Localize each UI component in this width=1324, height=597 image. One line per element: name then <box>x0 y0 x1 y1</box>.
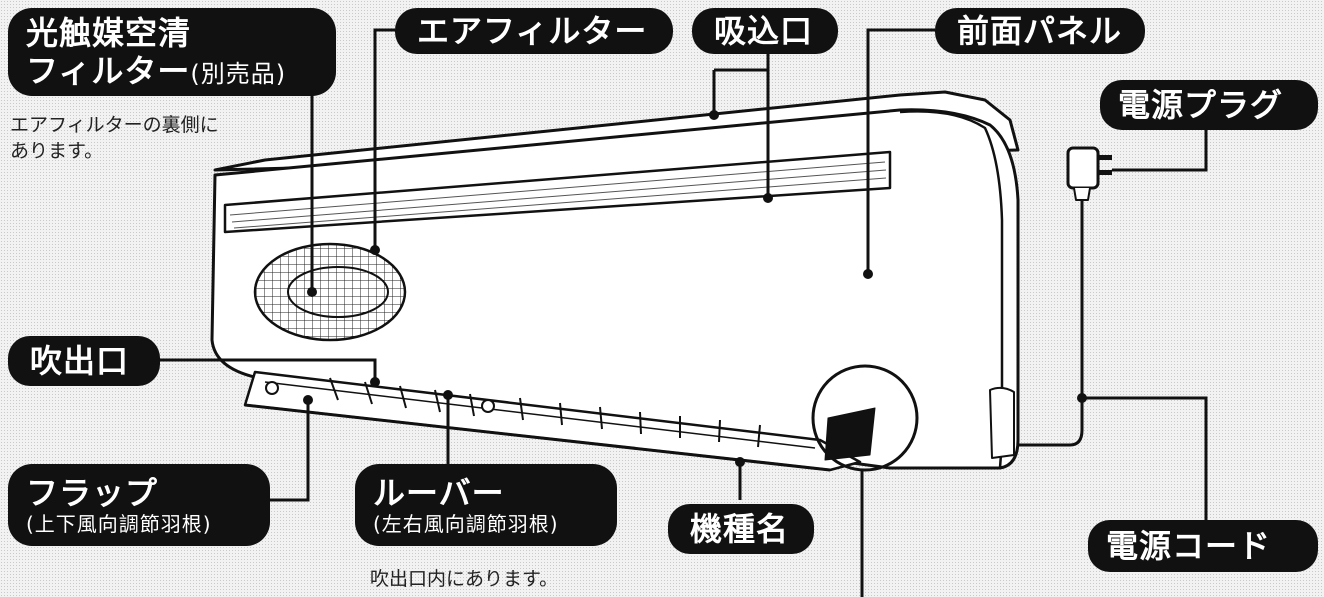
photocatalyst-note: エアフィルターの裏側に あります。 <box>10 112 219 164</box>
label-model-name: 機種名 <box>668 504 814 554</box>
louver-vanes <box>329 377 761 448</box>
power-cord-text: 電源コード <box>1106 527 1272 565</box>
label-air-filter: エアフィルター <box>395 8 673 54</box>
outlet-text: 吹出口 <box>30 342 130 380</box>
plug-body <box>1066 146 1100 190</box>
label-photocatalyst-filter: 光触媒空清 フィルター(別売品) <box>8 8 336 96</box>
photocatalyst-note-line1: エアフィルターの裏側に <box>10 114 219 136</box>
photocatalyst-note-line2: あります。 <box>10 140 104 162</box>
photocatalyst-sub: (別売品) <box>190 60 287 88</box>
louver-sub: (左右風向調節羽根) <box>373 512 559 536</box>
label-front-panel: 前面パネル <box>935 8 1145 54</box>
photocatalyst-line2-text: フィルター <box>26 52 191 90</box>
label-outlet: 吹出口 <box>8 336 160 386</box>
flap-sub: (上下風向調節羽根) <box>26 512 212 536</box>
label-power-plug: 電源プラグ <box>1100 80 1318 130</box>
unit-side <box>899 110 1004 469</box>
leader-dots <box>303 110 1087 467</box>
label-power-cord: 電源コード <box>1088 520 1318 572</box>
label-flap: フラップ (上下風向調節羽根) <box>8 464 270 546</box>
photocatalyst-line2: フィルター(別売品) <box>26 52 336 90</box>
model-zoom-circle <box>811 364 919 472</box>
power-plug-text: 電源プラグ <box>1118 86 1284 124</box>
flap-text: フラップ <box>26 474 159 512</box>
label-intake: 吸込口 <box>692 8 838 54</box>
louver-text: ルーバー <box>373 474 505 512</box>
intake-text: 吸込口 <box>714 12 814 50</box>
louver-note: 吹出口内にあります。 <box>370 568 559 590</box>
intake-grille <box>223 150 892 234</box>
air-filter-text: エアフィルター <box>417 12 648 50</box>
cord-shape <box>1018 190 1084 447</box>
front-panel-text: 前面パネル <box>957 12 1123 50</box>
label-louver: ルーバー (左右風向調節羽根) <box>355 464 617 546</box>
photocatalyst-line1: 光触媒空清 <box>26 14 192 52</box>
leader-lines <box>160 28 1208 597</box>
model-name-text: 機種名 <box>690 510 790 548</box>
